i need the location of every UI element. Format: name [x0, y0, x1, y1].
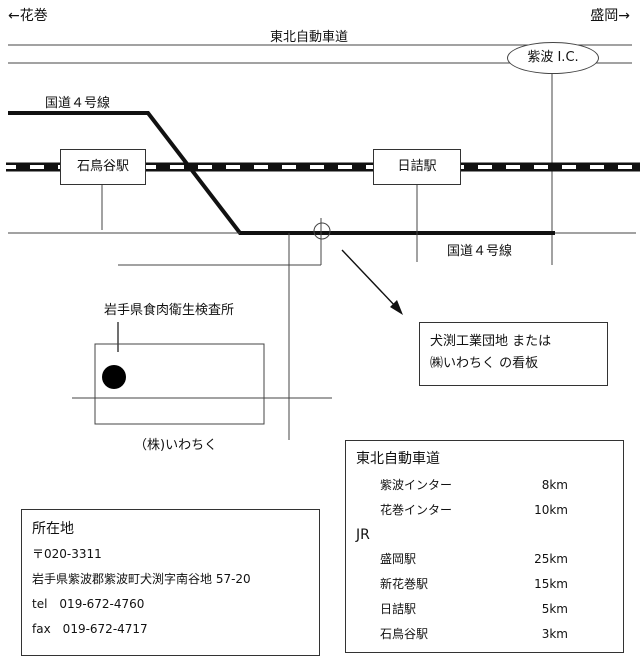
distance-row-value: 10km	[534, 503, 568, 517]
distance-row-name: 日詰駅	[380, 602, 417, 616]
distance-row-value: 5km	[541, 602, 568, 616]
distance-row-name: 盛岡駅	[380, 552, 417, 566]
sign-arrow-line	[341, 249, 398, 309]
distance-jr-heading: JR	[356, 527, 370, 543]
address-street: 岩手県紫波郡紫波町犬渕字南谷地 57-20	[32, 572, 251, 586]
direction-hanamaki: ←花巻	[8, 8, 48, 24]
address-heading: 所在地	[32, 521, 74, 537]
station-ishidoriya: 石鳥谷駅	[60, 149, 146, 185]
distance-row-value: 15km	[534, 577, 568, 591]
distance-row: 日詰駅 5km	[356, 597, 623, 622]
distance-row-value: 3km	[541, 627, 568, 641]
distance-row-value: 25km	[534, 552, 568, 566]
facility-name: 岩手県食肉衛生検査所	[104, 303, 235, 318]
distance-expressway-heading: 東北自動車道	[356, 451, 440, 467]
distance-row: 石鳥谷駅 3km	[356, 622, 623, 647]
interchange-label: 紫波 I.C.	[527, 50, 579, 65]
sign-note-line1: 犬渕工業団地 または	[430, 334, 552, 349]
distance-row-value: 8km	[541, 478, 568, 492]
address-postal: 〒020-3311	[32, 547, 102, 561]
route4-label-lower: 国道４号線	[447, 244, 513, 259]
interchange-marker: 紫波 I.C.	[507, 42, 599, 74]
facility-marker	[102, 365, 126, 389]
distance-row-name: 石鳥谷駅	[380, 627, 429, 641]
intersection-circle	[313, 222, 331, 240]
address-tel: tel 019-672-4760	[32, 597, 145, 611]
sign-arrow-head	[390, 300, 403, 315]
distance-row-name: 紫波インター	[380, 478, 453, 492]
route4-line	[8, 111, 555, 235]
address-fax: fax 019-672-4717	[32, 622, 148, 636]
expressway-label: 東北自動車道	[270, 30, 349, 45]
distance-row: 新花巻駅 15km	[356, 572, 623, 597]
distance-box: 東北自動車道 紫波インター 8km 花巻インター 10km JR 盛岡駅 25k…	[345, 440, 624, 653]
address-box: 所在地 〒020-3311 岩手県紫波郡紫波町犬渕字南谷地 57-20 tel …	[21, 509, 320, 656]
distance-row-name: 新花巻駅	[380, 577, 429, 591]
distance-row-name: 花巻インター	[380, 503, 453, 517]
route4-label-upper: 国道４号線	[45, 96, 111, 111]
distance-row: 紫波インター 8km	[356, 473, 623, 498]
sign-note: 犬渕工業団地 または ㈱いわちく の看板	[419, 322, 608, 386]
company-name: （株)いわちく	[134, 438, 218, 453]
facility-site	[94, 343, 265, 425]
direction-morioka: 盛岡→	[590, 8, 630, 24]
station-hizume-label: 日詰駅	[397, 159, 437, 174]
station-ishidoriya-label: 石鳥谷駅	[76, 159, 129, 174]
distance-row: 盛岡駅 25km	[356, 547, 623, 572]
sign-note-line2: ㈱いわちく の看板	[430, 356, 539, 371]
distance-row: 花巻インター 10km	[356, 498, 623, 523]
station-hizume: 日詰駅	[373, 149, 461, 185]
